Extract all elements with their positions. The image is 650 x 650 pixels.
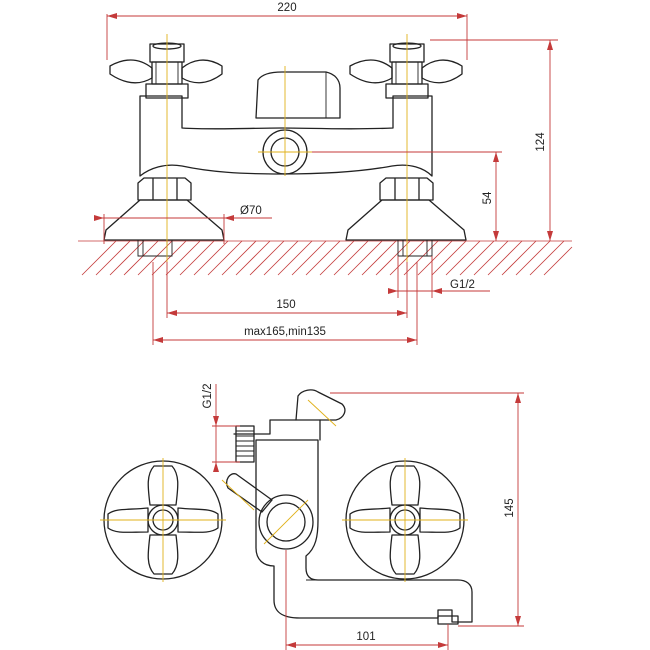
- diverter-housing: [258, 494, 314, 550]
- flange-diameter-label: Ø70: [240, 205, 262, 217]
- aerator: [437, 615, 459, 625]
- left-wall-flange: [103, 199, 225, 241]
- outlet-height-label: 54: [482, 191, 494, 204]
- dim-spout-reach: 101: [285, 550, 449, 650]
- mixer-body: [139, 95, 433, 177]
- right-wall-flange: [345, 199, 467, 241]
- front-center-axes: [166, 34, 408, 262]
- dim-side-thread: G1/2: [202, 384, 240, 472]
- right-cross-handle: [349, 42, 463, 99]
- right-inlet-pipe: [397, 240, 433, 257]
- thread-label: G1/2: [450, 279, 475, 291]
- dim-outlet-height: 54: [312, 151, 502, 241]
- front-view: 220 124 54 Ø70: [78, 2, 573, 345]
- side-body: [255, 439, 473, 623]
- dim-center-distance: 150: [166, 262, 408, 318]
- dim-adjust-range: max165,min135: [152, 262, 418, 345]
- dim-height: 124: [430, 39, 558, 241]
- width-label: 220: [277, 2, 296, 14]
- floor-hatch: [78, 240, 573, 276]
- center-distance-label: 150: [276, 299, 295, 311]
- adjust-range-label: max165,min135: [244, 326, 326, 338]
- dim-thread: G1/2: [388, 256, 490, 298]
- diverter-knob: [255, 71, 341, 119]
- right-nut: [379, 177, 434, 201]
- left-nut: [137, 177, 192, 201]
- side-view: G1/2 145 101: [100, 384, 524, 650]
- spout-reach-label: 101: [356, 631, 375, 643]
- dim-width: 220: [106, 2, 468, 60]
- shower-outlet: [233, 389, 346, 441]
- side-height-label: 145: [504, 498, 516, 517]
- height-label: 124: [535, 132, 547, 152]
- left-cross-handle: [109, 42, 223, 99]
- side-thread-label: G1/2: [202, 384, 214, 409]
- dim-side-height: 145: [330, 392, 524, 627]
- side-center-axes: [100, 399, 468, 582]
- dim-flange-diameter: Ø70: [94, 205, 272, 244]
- threaded-nipple: [235, 425, 255, 463]
